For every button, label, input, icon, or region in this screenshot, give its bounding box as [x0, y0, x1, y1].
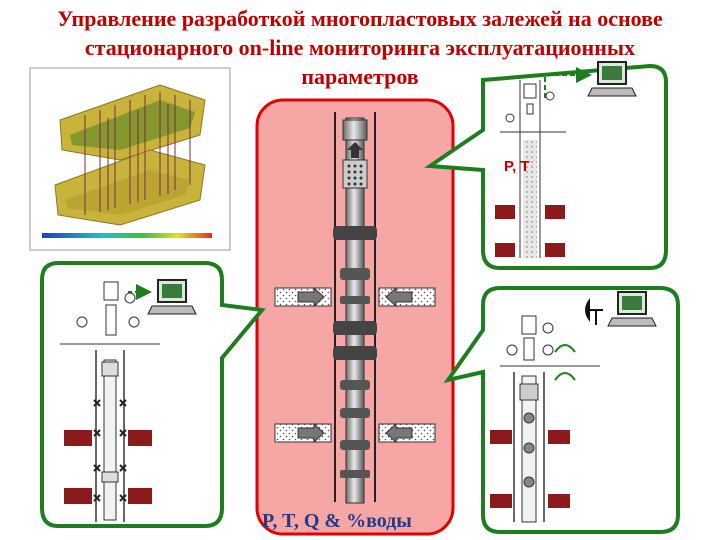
flow-arrow-icon — [297, 286, 413, 444]
wellhead-icon — [60, 281, 160, 345]
pt-label: P, T — [504, 158, 530, 175]
computer-icon — [587, 61, 637, 97]
callout-pt-panel — [424, 63, 668, 270]
page-title: Управление разработкой многопластовых за… — [0, 4, 720, 91]
title-line-2: стационарного on-line мониторинга эксплу… — [84, 35, 636, 60]
packer-icon — [333, 226, 377, 360]
computer-icon — [147, 279, 197, 315]
wellhead-icon — [500, 83, 566, 133]
computer-icon — [607, 291, 657, 327]
callout-left-panel — [40, 261, 266, 528]
title-line-3: параметров — [301, 64, 419, 89]
central-well-panel — [255, 98, 455, 536]
reservoir-model-image — [29, 67, 231, 251]
wellhead-icon — [500, 315, 600, 367]
downhole-string-icon — [93, 350, 127, 522]
downhole-string-icon — [513, 372, 545, 523]
callout-bottom-right-panel — [443, 286, 680, 534]
ptq-label: P, T, Q & %воды — [262, 510, 412, 532]
title-line-1: Управление разработкой многопластовых за… — [57, 6, 663, 31]
satellite-dish-icon — [554, 298, 603, 381]
